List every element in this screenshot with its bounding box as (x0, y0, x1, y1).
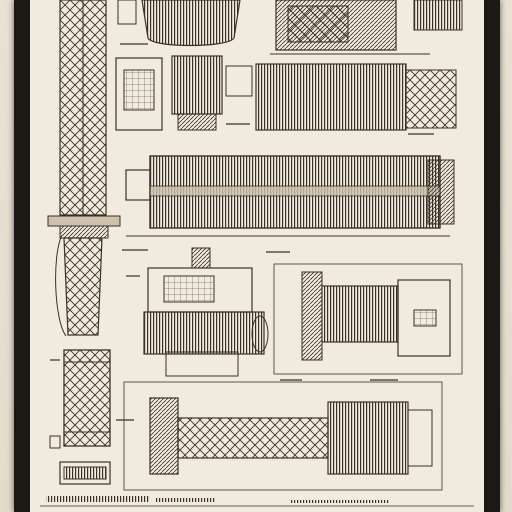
top-vase-drawing (117, 0, 241, 47)
middle-machine-drawing (143, 247, 269, 377)
bottom-shaft-assembly (123, 381, 443, 491)
lower-left-cylinder (49, 349, 111, 485)
annotation-marks (50, 43, 434, 421)
left-column-drawing (47, 0, 121, 337)
caption-bar (40, 496, 474, 507)
main-cylinder-drawing (125, 155, 455, 237)
second-row-parts (115, 55, 457, 131)
blueprint-drawing (40, 0, 474, 507)
top-right-assembly (270, 0, 463, 55)
right-gear-assembly (273, 263, 463, 375)
